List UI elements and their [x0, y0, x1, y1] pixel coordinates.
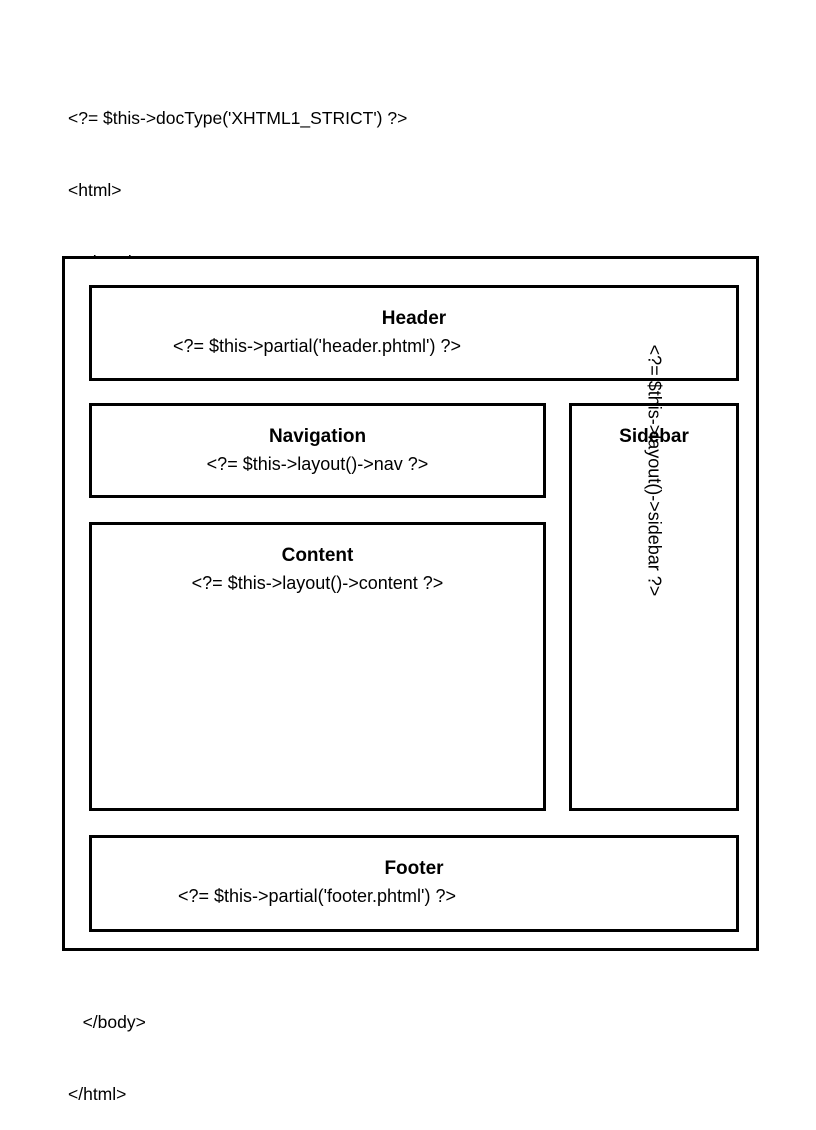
footer-box-code: <?= $this->partial('footer.phtml') ?>	[177, 886, 457, 906]
sidebar-box-title: Sidebar	[619, 426, 689, 447]
navigation-box-title: Navigation	[268, 426, 367, 447]
sidebar-code-wrapper: <?= $this->layout()->sidebar ?>	[572, 345, 736, 800]
content-box-title: Content	[281, 545, 354, 566]
sidebar-box: Sidebar <?= $this->layout()->sidebar ?>	[569, 345, 739, 811]
code-line-html-close: </html>	[68, 1084, 127, 1104]
layout-outer-frame: Header <?= $this->partial('header.phtml'…	[62, 256, 759, 951]
navigation-box: Navigation <?= $this->layout()->nav ?>	[89, 403, 546, 498]
footer-box-title: Footer	[384, 858, 444, 879]
sidebar-box-code: <?= $this->layout()->sidebar ?>	[644, 344, 665, 597]
code-line-doctype: <?= $this->docType('XHTML1_STRICT') ?>	[68, 108, 408, 128]
content-box-code: <?= $this->layout()->content ?>	[191, 573, 444, 593]
header-box: Header <?= $this->partial('header.phtml'…	[89, 285, 739, 381]
bottom-code-block: </body> </html>	[68, 962, 146, 1130]
content-box: Content <?= $this->layout()->content ?>	[89, 522, 546, 811]
navigation-box-code: <?= $this->layout()->nav ?>	[206, 454, 429, 474]
header-box-code: <?= $this->partial('header.phtml') ?>	[172, 336, 462, 356]
code-line-body-close: </body>	[68, 1012, 146, 1032]
footer-box: Footer <?= $this->partial('footer.phtml'…	[89, 835, 739, 932]
header-box-title: Header	[381, 308, 447, 329]
code-line-html-open: <html>	[68, 180, 122, 200]
